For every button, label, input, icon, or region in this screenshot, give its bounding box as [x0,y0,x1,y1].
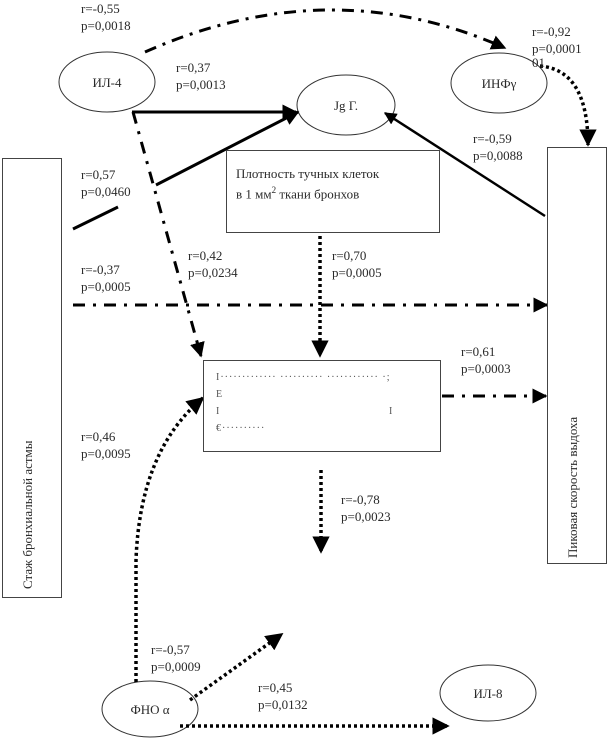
mast-density-pre: в 1 мм [236,186,272,202]
middle-box-line3-right: I [389,406,394,417]
label-il4-ige: r=0,37 p=0,0013 [176,59,226,93]
edge-il4-infg [144,8,507,54]
label-asthma-ige: r=0,57 p=0,0460 [81,166,131,200]
label-mast-middle: r=0,70 p=0,0005 [332,247,382,281]
node-infg [450,52,548,114]
node-il4 [58,51,156,113]
label-p: p=0,0023 [341,509,391,524]
label-r: r=0,61 [461,344,496,359]
mast-density-post: ткани бронхов [276,186,360,202]
mast-density-line1: Плотность тучных клеток [236,166,380,181]
label-il4-middle: r=0,42 p=0,0234 [188,247,238,281]
edge-peak-ige [383,111,546,218]
label-r: r=0,57 [81,167,116,182]
edge-infg-peak [539,64,597,147]
middle-box-line2: E [216,389,224,400]
label-p: p=0,0005 [332,265,382,280]
node-il4-label: ИЛ-4 [92,75,122,90]
label-middle-down: r=-0,78 p=0,0023 [341,491,391,525]
label-r: r=-0,57 [151,642,190,657]
node-il8-label: ИЛ-8 [473,686,502,701]
label-r: r=0,37 [176,60,211,75]
node-ige-label: Jg Г. [334,98,358,113]
box-middle: I············· ·········· ············ ·… [203,360,441,452]
label-p: p=0,0001 [532,41,582,56]
edge-il4-middle [131,111,205,358]
label-p: p=0,0013 [176,77,226,92]
asthma-duration-label: Стаж бронхиальной астмы [20,440,35,589]
label-r: r=0,70 [332,248,367,263]
edge-tnf-middle [134,396,205,682]
label-extra: 01 [532,55,545,70]
label-p: p=0,0132 [258,697,308,712]
label-r: r=-0,37 [81,262,120,277]
label-p: p=0,0095 [81,446,131,461]
label-p: p=0,0088 [473,148,523,163]
box-asthma-duration: Стаж бронхиальной астмы [2,158,62,598]
edge-asthma-ige-a [72,205,119,231]
label-r: r=-0,78 [341,492,380,507]
mast-density-line2: в 1 мм2 ткани бронхов [236,182,439,202]
mast-density-sup: 2 [271,185,277,195]
middle-box-line1: I············· ·········· ············ ·… [216,372,391,383]
label-r: r=0,46 [81,429,116,444]
box-mast-density: Плотность тучных клеток в 1 мм2 ткани бр… [226,150,440,233]
label-p: p=0,0018 [81,18,131,33]
label-peak-ige: r=-0,59 p=0,0088 [473,130,523,164]
label-asthma-peak: r=-0,37 p=0,0005 [81,261,131,295]
label-r: r=-0,59 [473,131,512,146]
middle-box-line3-left: I [216,406,221,417]
label-tnf-up: r=-0,57 p=0,0009 [151,641,201,675]
node-il8 [439,664,537,722]
label-p: p=0,0460 [81,184,131,199]
label-p: p=0,0003 [461,361,511,376]
node-tnf-label: ФНО α [130,702,169,717]
label-p: p=0,0005 [81,279,131,294]
node-tnf [101,680,199,738]
label-p: p=0,0234 [188,265,238,280]
middle-box-line4: €·········· [216,423,266,434]
edge-tnf-up [188,632,284,702]
label-p: p=0,0009 [151,659,201,674]
label-r: r=-0,92 [532,24,571,39]
box-peak-flow: Пиковая скорость выдоха [547,147,607,564]
edge-asthma-ige-b [155,110,300,187]
node-infg-label: ИНФγ [482,76,517,91]
label-middle-peak: r=0,61 p=0,0003 [461,343,511,377]
peak-flow-label: Пиковая скорость выдоха [565,416,580,558]
label-r: r=-0,55 [81,1,120,16]
label-r: r=0,45 [258,680,293,695]
label-tnf-middle: r=0,46 p=0,0095 [81,428,131,462]
label-tnf-il8: r=0,45 p=0,0132 [258,679,308,713]
label-r: r=0,42 [188,248,223,263]
label-il4-infg: r=-0,55 p=0,0018 [81,0,131,34]
